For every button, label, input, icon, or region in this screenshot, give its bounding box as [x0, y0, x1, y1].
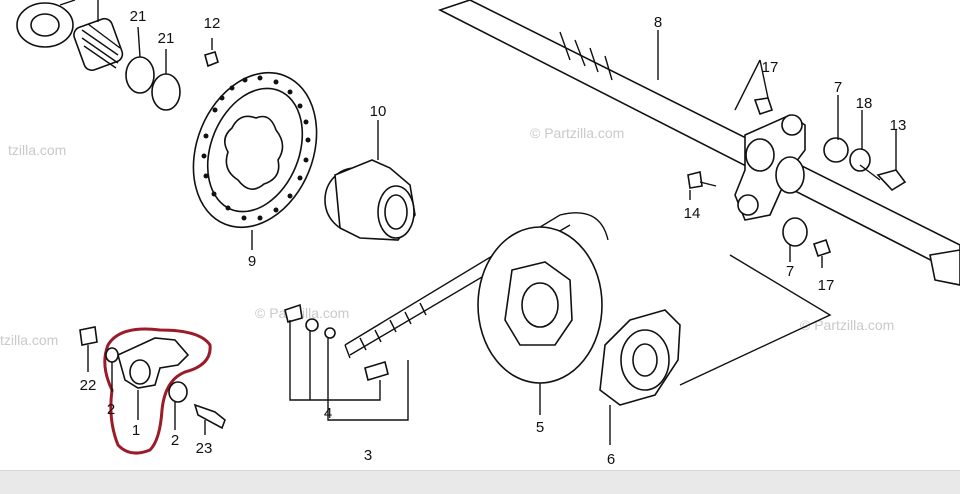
- bolt-12: [204, 38, 219, 68]
- callout-12: 12: [204, 15, 221, 32]
- callout-21-left: 21: [130, 8, 147, 25]
- callout-8: 8: [654, 14, 662, 31]
- callout-2-right: 2: [171, 432, 179, 449]
- callout-4: 4: [324, 405, 332, 422]
- watermark-far-left: tzilla.com: [0, 332, 58, 348]
- callout-23: 23: [196, 440, 213, 457]
- highlight-outline: [103, 327, 212, 455]
- small-hardware-right: [687, 59, 907, 268]
- callout-5: 5: [536, 419, 544, 436]
- caliper-bracket: [117, 337, 190, 420]
- callout-7-top: 7: [834, 79, 842, 96]
- watermark-middle: © Partzilla.com: [255, 305, 349, 321]
- caliper-hardware: [79, 326, 226, 435]
- browser-bottom-bar: [0, 470, 960, 494]
- callout-7-bottom: 7: [786, 263, 794, 280]
- axle-nut-group: [16, 0, 181, 111]
- sprocket-hub: [599, 254, 832, 445]
- callout-14: 14: [684, 205, 701, 222]
- watermark-top: © Partzilla.com: [530, 125, 624, 141]
- callout-10: 10: [370, 103, 387, 120]
- bearing-housing: [734, 114, 806, 221]
- parts-diagram: tzilla.com © Partzilla.com © Partzilla.c…: [0, 0, 960, 468]
- leader-lines-21: [137, 26, 167, 74]
- callout-22: 22: [80, 377, 97, 394]
- rear-sprocket: [477, 226, 603, 415]
- disc-hub: [324, 120, 416, 241]
- callout-3: 3: [364, 447, 372, 464]
- watermark-left: tzilla.com: [8, 142, 66, 158]
- callout-21-right: 21: [158, 30, 175, 47]
- callout-13: 13: [890, 117, 907, 134]
- brake-disc: [192, 71, 318, 250]
- callout-1: 1: [132, 422, 140, 439]
- callout-9: 9: [248, 253, 256, 270]
- callout-17-bottom: 17: [818, 277, 835, 294]
- watermark-right: © Partzilla.com: [800, 317, 894, 333]
- drive-chain: [284, 212, 609, 421]
- callout-2-left: 2: [107, 401, 115, 418]
- callout-18: 18: [856, 95, 873, 112]
- callout-17-top: 17: [762, 59, 779, 76]
- callout-6: 6: [607, 451, 615, 468]
